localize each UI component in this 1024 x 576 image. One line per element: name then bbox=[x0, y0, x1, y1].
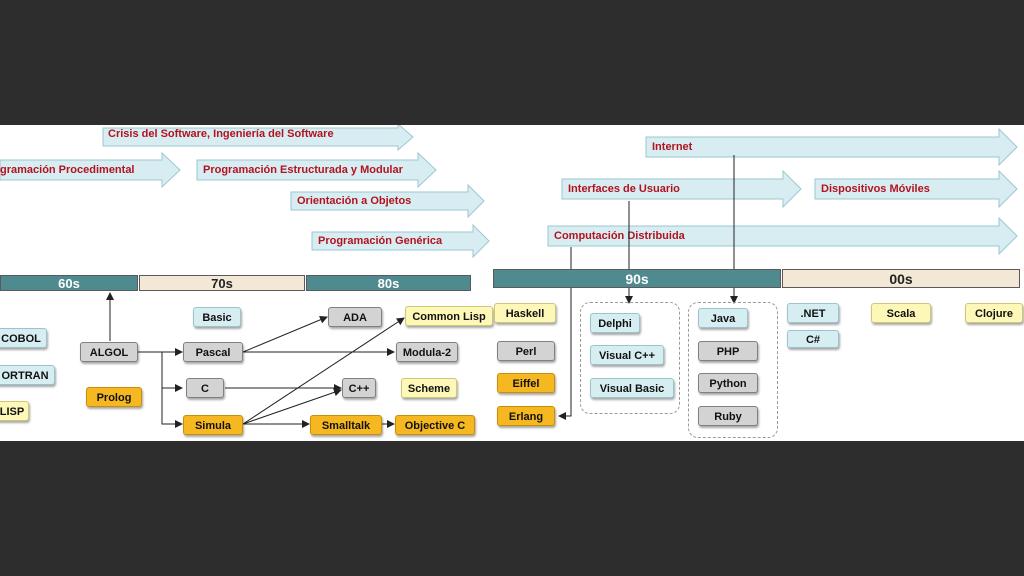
label-distributed: Computación Distribuida bbox=[554, 230, 685, 242]
arrow-interfaces bbox=[561, 170, 802, 208]
lang-perl: Perl bbox=[497, 341, 555, 361]
lang-common-lisp: Common Lisp bbox=[405, 306, 493, 326]
lang-php: PHP bbox=[698, 341, 758, 361]
arrow-objects bbox=[290, 184, 485, 218]
lang-python: Python bbox=[698, 373, 758, 393]
lang-ruby: Ruby bbox=[698, 406, 758, 426]
label-internet: Internet bbox=[652, 141, 693, 153]
label-objects: Orientación a Objetos bbox=[297, 195, 412, 207]
lang-simula: Simula bbox=[183, 415, 243, 435]
lang-smalltalk: Smalltalk bbox=[310, 415, 382, 435]
era-80s: 80s bbox=[306, 275, 471, 291]
group-web-languages bbox=[688, 302, 778, 438]
lang-basic: Basic bbox=[193, 307, 241, 327]
group-microsoft-languages bbox=[580, 302, 680, 414]
lang-erlang: Erlang bbox=[497, 406, 555, 426]
lang-eiffel: Eiffel bbox=[497, 373, 555, 393]
lang-haskell: Haskell bbox=[494, 303, 556, 323]
era-60s: 60s bbox=[0, 275, 138, 291]
lang-ada: ADA bbox=[328, 307, 382, 327]
label-structured: Programación Estructurada y Modular bbox=[203, 164, 403, 176]
lang-algol: ALGOL bbox=[80, 342, 138, 362]
arrow-structured bbox=[196, 152, 437, 188]
label-generic: Programación Genérica bbox=[318, 235, 443, 247]
arrow-internet bbox=[645, 128, 1018, 166]
era-00s: 00s bbox=[782, 269, 1020, 288]
lang-java: Java bbox=[698, 308, 748, 328]
lang-cpp: C++ bbox=[342, 378, 376, 398]
lang-visual-cpp: Visual C++ bbox=[590, 345, 664, 365]
lang-clojure: Clojure bbox=[965, 303, 1023, 323]
lang-scheme: Scheme bbox=[401, 378, 457, 398]
arrow-distributed bbox=[547, 217, 1018, 255]
lang-objective-c: Objective C bbox=[395, 415, 475, 435]
lang-csharp: C# bbox=[787, 330, 839, 348]
label-mobile: Dispositivos Móviles bbox=[821, 183, 930, 195]
lang-modula2: Modula-2 bbox=[396, 342, 458, 362]
connector-lines bbox=[106, 155, 738, 428]
lang-scala: Scala bbox=[871, 303, 931, 323]
timeline-diagram: gramación Procedimental Crisis del Softw… bbox=[0, 125, 1024, 441]
arrow-crisis bbox=[102, 125, 414, 151]
lang-dotnet: .NET bbox=[787, 303, 839, 323]
lang-visual-basic: Visual Basic bbox=[590, 378, 674, 398]
arrow-procedural bbox=[0, 152, 181, 188]
label-procedural: gramación Procedimental bbox=[0, 164, 135, 176]
label-crisis: Crisis del Software, Ingeniería del Soft… bbox=[108, 128, 334, 140]
lang-pascal: Pascal bbox=[183, 342, 243, 362]
lang-lisp: LISP bbox=[0, 401, 29, 421]
lang-prolog: Prolog bbox=[86, 387, 142, 407]
arrow-generic bbox=[311, 224, 490, 258]
lang-c: C bbox=[186, 378, 224, 398]
era-70s: 70s bbox=[139, 275, 305, 291]
lang-fortran: ORTRAN bbox=[0, 365, 55, 385]
lang-cobol: COBOL bbox=[0, 328, 47, 348]
era-90s: 90s bbox=[493, 269, 781, 288]
lang-delphi: Delphi bbox=[590, 313, 640, 333]
label-interfaces: Interfaces de Usuario bbox=[568, 183, 680, 195]
arrow-mobile bbox=[814, 170, 1018, 208]
